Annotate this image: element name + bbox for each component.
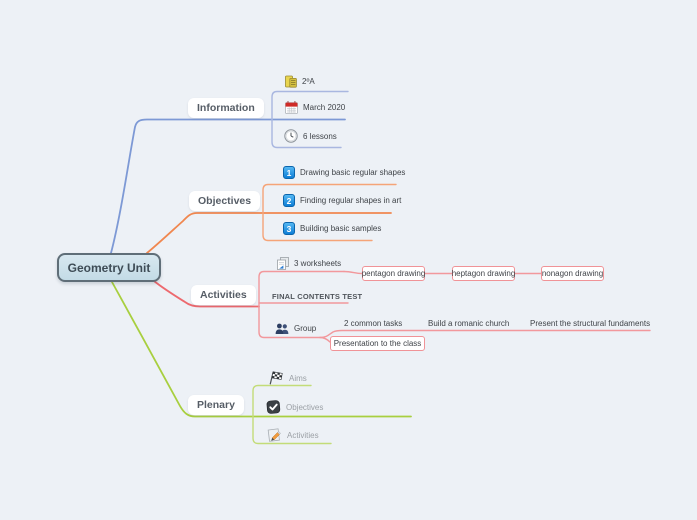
calendar-icon (285, 101, 298, 114)
node-nonagon-drawing-label: nonagon drawing (541, 269, 604, 278)
node-final-contents-test[interactable]: FINAL CONTENTS TEST (272, 292, 362, 301)
node-romanic-church-label: Build a romanic church (428, 319, 510, 328)
node-objective-3-label: Building basic samples (300, 224, 382, 233)
node-group[interactable]: Group (275, 322, 316, 335)
topic-activities[interactable]: Activities (191, 285, 256, 305)
node-plenary-objectives-label: Objectives (286, 402, 324, 412)
number-3-badge: 3 (283, 222, 295, 235)
node-common-tasks-label: 2 common tasks (344, 319, 403, 328)
node-lessons[interactable]: 6 lessons (284, 129, 337, 143)
node-class-2a-label: 2ºA (302, 77, 315, 86)
topic-information[interactable]: Information (188, 98, 264, 118)
topic-plenary[interactable]: Plenary (188, 395, 244, 415)
node-heptagon-drawing-label: heptagon drawing (451, 269, 516, 278)
act-child-line-worksheets (258, 270, 345, 308)
node-objective-1-label: Drawing basic regular shapes (300, 168, 406, 177)
node-pentagon-drawing[interactable]: pentagon drawing (362, 266, 425, 281)
node-structural-fundaments[interactable]: Present the structural fundaments (530, 319, 650, 328)
node-romanic-church[interactable]: Build a romanic church (428, 319, 509, 328)
act-line-worksheets-pentagon (343, 270, 363, 275)
node-final-contents-test-label: FINAL CONTENTS TEST (272, 292, 363, 301)
root-label: Geometry Unit (67, 260, 151, 275)
root-node-geometry-unit[interactable]: Geometry Unit (57, 253, 161, 282)
checkered-flag-icon (269, 371, 283, 385)
topic-objectives[interactable]: Objectives (189, 191, 261, 211)
node-lessons-label: 6 lessons (303, 131, 337, 141)
copy-pages-icon (277, 257, 289, 270)
node-nonagon-drawing[interactable]: nonagon drawing (541, 266, 604, 281)
class-card-icon (285, 75, 297, 88)
node-plenary-activities-label: Activities (287, 430, 319, 440)
node-objective-2[interactable]: 2 Finding regular shapes in art (283, 194, 401, 207)
node-plenary-aims[interactable]: Aims (267, 371, 307, 385)
node-structural-fundaments-label: Present the structural fundaments (530, 319, 651, 328)
node-plenary-activities[interactable]: Activities (267, 428, 319, 442)
number-1-badge: 1 (283, 166, 295, 179)
node-presentation-to-class[interactable]: Presentation to the class (330, 336, 425, 351)
node-date[interactable]: March 2020 (285, 101, 345, 114)
node-common-tasks[interactable]: 2 common tasks (344, 319, 402, 328)
node-date-label: March 2020 (303, 103, 346, 112)
check-badge-icon (266, 400, 281, 414)
number-2-badge: 2 (283, 194, 295, 207)
node-plenary-aims-label: Aims (289, 373, 307, 383)
clock-icon (284, 129, 298, 143)
node-objective-2-label: Finding regular shapes in art (300, 196, 402, 205)
node-class-2a[interactable]: 2ºA (285, 75, 315, 88)
node-heptagon-drawing[interactable]: heptagon drawing (452, 266, 515, 281)
node-plenary-objectives[interactable]: Objectives (266, 400, 323, 414)
node-objective-3[interactable]: 3 Building basic samples (283, 222, 381, 235)
node-group-label: Group (294, 324, 317, 333)
node-worksheets-label: 3 worksheets (294, 259, 342, 268)
topic-plenary-label: Plenary (197, 399, 235, 411)
group-people-icon (275, 323, 289, 334)
pencil-sheet-icon (267, 428, 281, 442)
topic-activities-label: Activities (200, 289, 247, 301)
topic-information-label: Information (197, 102, 255, 114)
topic-objectives-label: Objectives (198, 195, 252, 207)
node-presentation-to-class-label: Presentation to the class (333, 339, 422, 348)
node-pentagon-drawing-label: pentagon drawing (361, 269, 426, 278)
node-worksheets[interactable]: 3 worksheets (277, 257, 341, 270)
node-objective-1[interactable]: 1 Drawing basic regular shapes (283, 166, 405, 179)
